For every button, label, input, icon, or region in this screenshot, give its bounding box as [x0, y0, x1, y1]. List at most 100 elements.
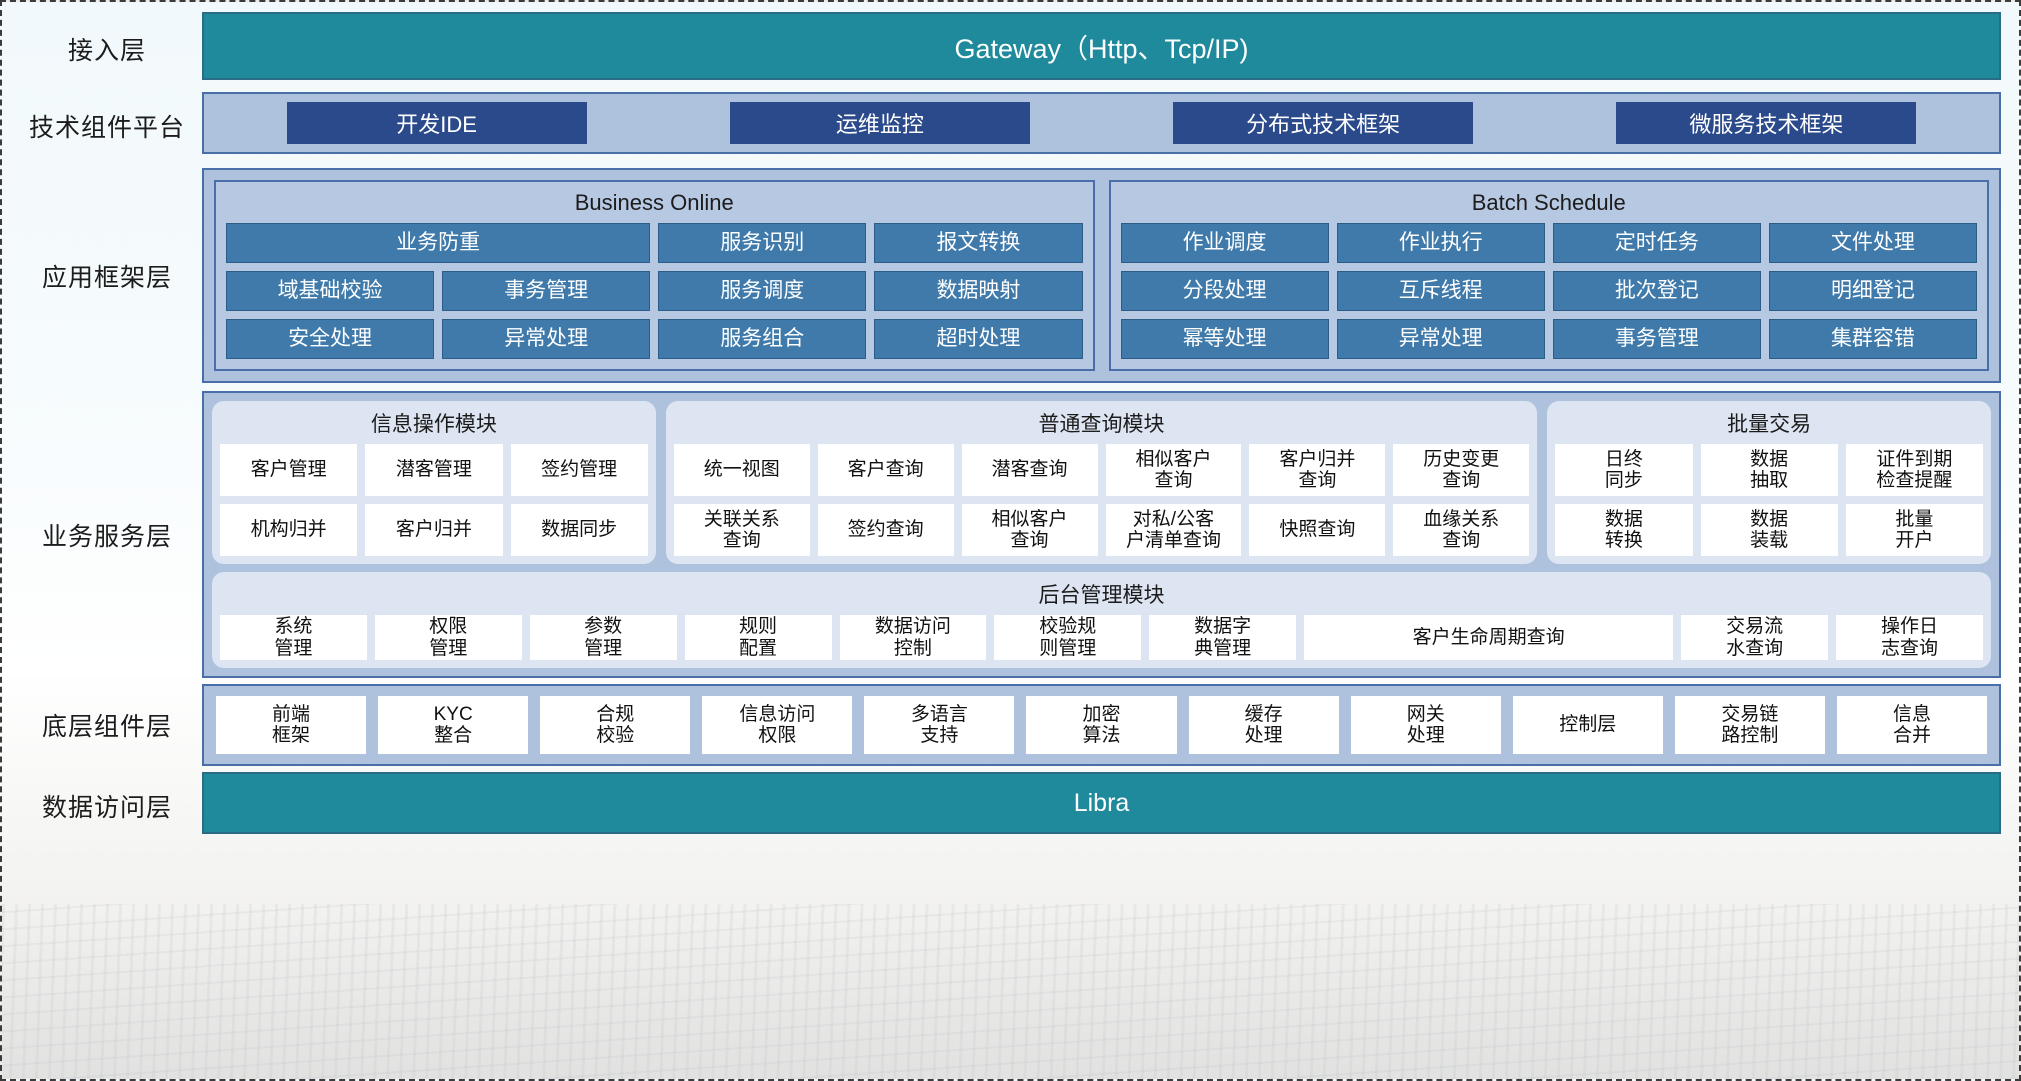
backoffice-cell[interactable]: 数据字典管理 [1149, 615, 1297, 660]
service-module-cell[interactable]: 客户管理 [220, 444, 358, 496]
app-framework-cell[interactable]: 分段处理 [1120, 271, 1329, 311]
app-framework-cell[interactable]: 服务调度 [658, 271, 867, 311]
service-module-cell[interactable]: 快照查询 [1249, 504, 1386, 556]
tech-platform-item-3[interactable]: 微服务技术框架 [1616, 102, 1917, 144]
service-module-cell[interactable]: 客户归并查询 [1249, 444, 1386, 496]
app-framework-cell[interactable]: 异常处理 [1336, 319, 1545, 359]
tech-platform-item-2[interactable]: 分布式技术框架 [1173, 102, 1474, 144]
app-framework-cell[interactable]: 事务管理 [1552, 319, 1761, 359]
backoffice-cell[interactable]: 客户生命周期查询 [1304, 615, 1674, 660]
base-component-cell-6[interactable]: 缓存处理 [1188, 696, 1339, 754]
service-module-cell[interactable]: 血缘关系查询 [1393, 504, 1530, 556]
service-module-cell[interactable]: 数据同步 [510, 504, 648, 556]
service-module-backoffice: 后台管理模块系统管理权限管理参数管理规则配置数据访问控制校验规则管理数据字典管理… [212, 572, 1991, 668]
app-framework-cell[interactable]: 明细登记 [1768, 271, 1977, 311]
service-module-cell[interactable]: 机构归并 [220, 504, 358, 556]
service-module-cell[interactable]: 数据装载 [1700, 504, 1838, 556]
app-framework-cell[interactable]: 文件处理 [1768, 223, 1977, 263]
service-module-cell[interactable]: 关联关系查询 [673, 504, 810, 556]
app-framework-cell[interactable]: 业务防重 [226, 223, 651, 263]
service-module-1: 普通查询模块统一视图客户查询潜客查询相似客户查询客户归并查询历史变更查询关联关系… [665, 401, 1538, 564]
app-framework-cell[interactable]: 集群容错 [1768, 319, 1977, 359]
backoffice-cell[interactable]: 数据访问控制 [839, 615, 987, 660]
base-component-cell-3[interactable]: 信息访问权限 [702, 696, 853, 754]
service-module-cell[interactable]: 日终同步 [1555, 444, 1693, 496]
app-framework-cell[interactable]: 报文转换 [874, 223, 1083, 263]
layer-label-tech: 技术组件平台 [28, 114, 185, 142]
service-module-cell[interactable]: 潜客查询 [961, 444, 1098, 496]
backoffice-cell[interactable]: 交易流水查询 [1681, 615, 1829, 660]
backoffice-cell[interactable]: 校验规则管理 [994, 615, 1142, 660]
gateway-bar[interactable]: Gateway（Http、Tcp/IP) [202, 12, 2001, 80]
data-access-body: Libra [202, 772, 2001, 840]
app-framework-cell[interactable]: 作业调度 [1120, 223, 1329, 263]
layer-row-data-access: 数据访问层 Libra [12, 772, 2001, 840]
app-framework-cell[interactable]: 互斥线程 [1336, 271, 1545, 311]
service-module-0: 信息操作模块客户管理潜客管理签约管理机构归并客户归并数据同步 [212, 401, 656, 564]
service-module-cell[interactable]: 历史变更查询 [1393, 444, 1530, 496]
service-module-grid: 统一视图客户查询潜客查询相似客户查询客户归并查询历史变更查询关联关系查询签约查询… [673, 444, 1530, 556]
service-module-cell[interactable]: 客户查询 [817, 444, 954, 496]
business-service-band: 信息操作模块客户管理潜客管理签约管理机构归并客户归并数据同步 普通查询模块统一视图… [202, 391, 2001, 678]
app-framework-cell[interactable]: 定时任务 [1552, 223, 1761, 263]
service-module-title: 普通查询模块 [1038, 413, 1165, 436]
service-module-cell[interactable]: 客户归并 [365, 504, 503, 556]
app-framework-cell[interactable]: 数据映射 [874, 271, 1083, 311]
tech-platform-item-0[interactable]: 开发IDE [286, 102, 587, 144]
layer-label-business-service: 业务服务层 [41, 522, 172, 551]
service-module-cell[interactable]: 对私/公客户清单查询 [1105, 504, 1242, 556]
backoffice-cells: 系统管理权限管理参数管理规则配置数据访问控制校验规则管理数据字典管理客户生命周期… [220, 615, 1983, 660]
app-framework-cell[interactable]: 域基础校验 [226, 271, 435, 311]
base-component-cell-2[interactable]: 合规校验 [540, 696, 691, 754]
app-framework-panel-1: Batch Schedule 作业调度作业执行定时任务文件处理分段处理互斥线程批次… [1108, 180, 1989, 371]
app-framework-cell[interactable]: 事务管理 [442, 271, 651, 311]
backoffice-cell[interactable]: 操作日志查询 [1836, 615, 1983, 660]
app-framework-panel-title: Batch Schedule [1471, 190, 1626, 215]
service-module-cell[interactable]: 批量开户 [1845, 504, 1983, 556]
backoffice-cell[interactable]: 系统管理 [220, 615, 367, 660]
app-framework-cell[interactable]: 批次登记 [1552, 271, 1761, 311]
base-component-cell-10[interactable]: 信息合并 [1836, 696, 1988, 754]
service-module-cell[interactable]: 签约查询 [817, 504, 954, 556]
base-component-cell-4[interactable]: 多语言支持 [864, 696, 1015, 754]
libra-bar[interactable]: Libra [202, 772, 2001, 834]
service-module-cell[interactable]: 数据抽取 [1700, 444, 1838, 496]
app-framework-cell[interactable]: 安全处理 [226, 319, 435, 359]
layer-row-tech: 技术组件平台 开发IDE 运维监控 分布式技术框架 微服务技术框架 [12, 92, 2001, 160]
service-module-cell[interactable]: 统一视图 [673, 444, 810, 496]
backoffice-cell[interactable]: 权限管理 [374, 615, 522, 660]
service-module-title: 信息操作模块 [370, 413, 497, 436]
app-framework-cell[interactable]: 幂等处理 [1120, 319, 1329, 359]
layer-label-base-component: 底层组件层 [41, 713, 172, 741]
backoffice-cell[interactable]: 规则配置 [684, 615, 832, 660]
base-component-cell-7[interactable]: 网关处理 [1350, 696, 1501, 754]
service-module-cell[interactable]: 相似客户查询 [961, 504, 1098, 556]
service-module-cell[interactable]: 签约管理 [510, 444, 648, 496]
app-framework-cell[interactable]: 异常处理 [442, 319, 651, 359]
access-layer-body: Gateway（Http、Tcp/IP) [202, 12, 2001, 86]
backoffice-cell[interactable]: 参数管理 [529, 615, 677, 660]
app-framework-grid: 业务防重服务识别报文转换域基础校验事务管理服务调度数据映射安全处理异常处理服务组… [226, 223, 1083, 359]
service-module-cell[interactable]: 潜客管理 [365, 444, 503, 496]
base-component-cell-0[interactable]: 前端框架 [216, 696, 367, 754]
service-module-title: 后台管理模块 [1038, 584, 1165, 607]
service-module-cell[interactable]: 数据转换 [1555, 504, 1693, 556]
app-framework-cell[interactable]: 服务组合 [658, 319, 867, 359]
layer-row-access: 接入层 Gateway（Http、Tcp/IP) [12, 12, 2001, 86]
layer-label-data-access: 数据访问层 [41, 794, 172, 822]
app-framework-cell[interactable]: 超时处理 [874, 319, 1083, 359]
app-framework-cell[interactable]: 服务识别 [658, 223, 867, 263]
tech-platform-band: 开发IDE 运维监控 分布式技术框架 微服务技术框架 [202, 92, 2001, 154]
base-component-cell-9[interactable]: 交易链路控制 [1674, 696, 1825, 754]
service-module-cell[interactable]: 相似客户查询 [1105, 444, 1242, 496]
tech-platform-item-1[interactable]: 运维监控 [729, 102, 1030, 144]
service-module-cell[interactable]: 证件到期检查提醒 [1845, 444, 1983, 496]
app-framework-cell[interactable]: 作业执行 [1336, 223, 1545, 263]
base-component-cell-5[interactable]: 加密算法 [1026, 696, 1177, 754]
base-component-cell-8[interactable]: 控制层 [1512, 696, 1663, 754]
